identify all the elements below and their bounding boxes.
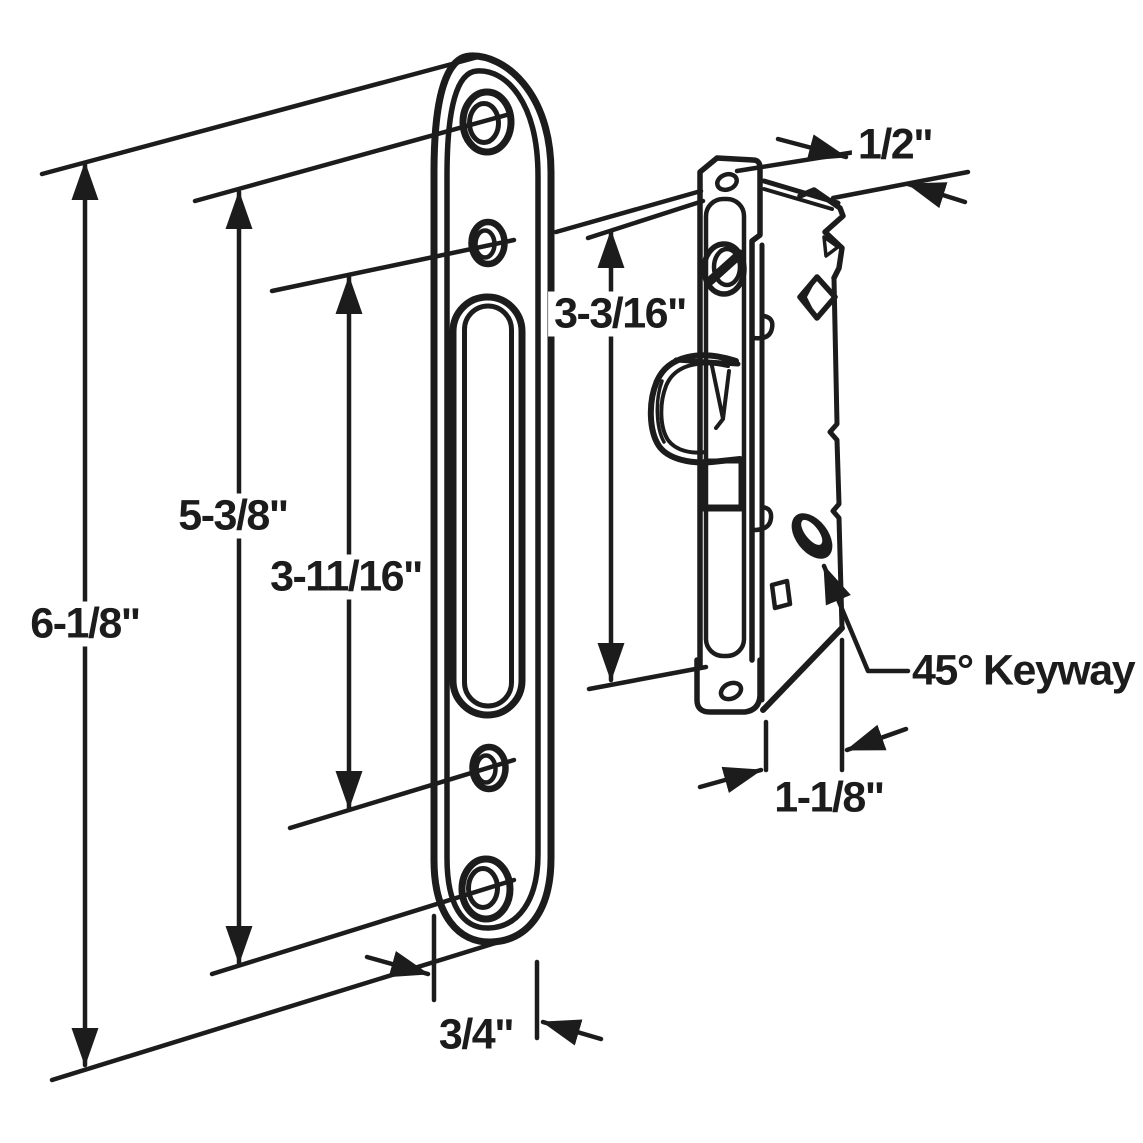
lock-spindle-slot <box>699 458 745 512</box>
lock-screw-head <box>701 241 747 297</box>
dim-small-hole-spacing <box>269 237 517 831</box>
lock-top-tab-hole <box>715 171 739 193</box>
lock-faceplate-front-face <box>703 196 747 659</box>
dim-lock-depth <box>697 637 909 794</box>
dim-screw-hole-spacing <box>192 111 517 977</box>
lock-body <box>760 178 846 713</box>
keyway-leader-line <box>821 563 911 674</box>
dim-label-keyway: 45° Keyway <box>912 646 1136 695</box>
lock-body-hook-clip <box>797 187 846 281</box>
rect-cutout <box>769 578 793 611</box>
strike-plate <box>430 52 555 946</box>
lock-bottom-tab <box>694 657 763 715</box>
dimension-linework <box>39 54 971 1083</box>
diamond-cutout <box>797 274 838 321</box>
strike-plate-latch-slot <box>449 293 526 719</box>
latch-lever-notch <box>710 364 731 430</box>
lock-bottom-tab-hole <box>718 680 744 702</box>
keyway-cutout <box>791 513 833 559</box>
mortise-lock <box>647 155 846 715</box>
dim-label-screw-hole-spacing: 5-3/8" <box>172 493 294 539</box>
faceplate-edge-curl-upper <box>751 313 775 341</box>
lock-body-right-edge <box>827 275 845 631</box>
dim-label-lock-depth: 1-1/8" <box>768 775 890 821</box>
dim-label-top-offset: 1/2" <box>851 122 939 168</box>
dim-label-plate-width: 3/4" <box>432 1012 520 1058</box>
lock-faceplate-outline <box>697 155 763 668</box>
strike-plate-lower-small-hole <box>469 743 509 793</box>
dim-lock-height <box>553 188 709 692</box>
dim-label-small-hole-spacing: 3-11/16" <box>264 554 428 600</box>
lock-body-bottom-edge <box>760 625 845 713</box>
dim-top-offset <box>734 134 971 209</box>
dim-plate-width <box>364 913 604 1046</box>
hook-clip-notch <box>822 235 840 258</box>
dim-label-plate-height: 6-1/8" <box>24 601 146 647</box>
strike-plate-bottom-screw-hole <box>458 855 514 923</box>
faceplate-edge-curl-lower <box>751 504 774 533</box>
latch-lever <box>647 352 743 466</box>
dim-label-lock-height: 3-3/16" <box>548 291 692 337</box>
strike-plate-inner-outline <box>444 68 541 931</box>
